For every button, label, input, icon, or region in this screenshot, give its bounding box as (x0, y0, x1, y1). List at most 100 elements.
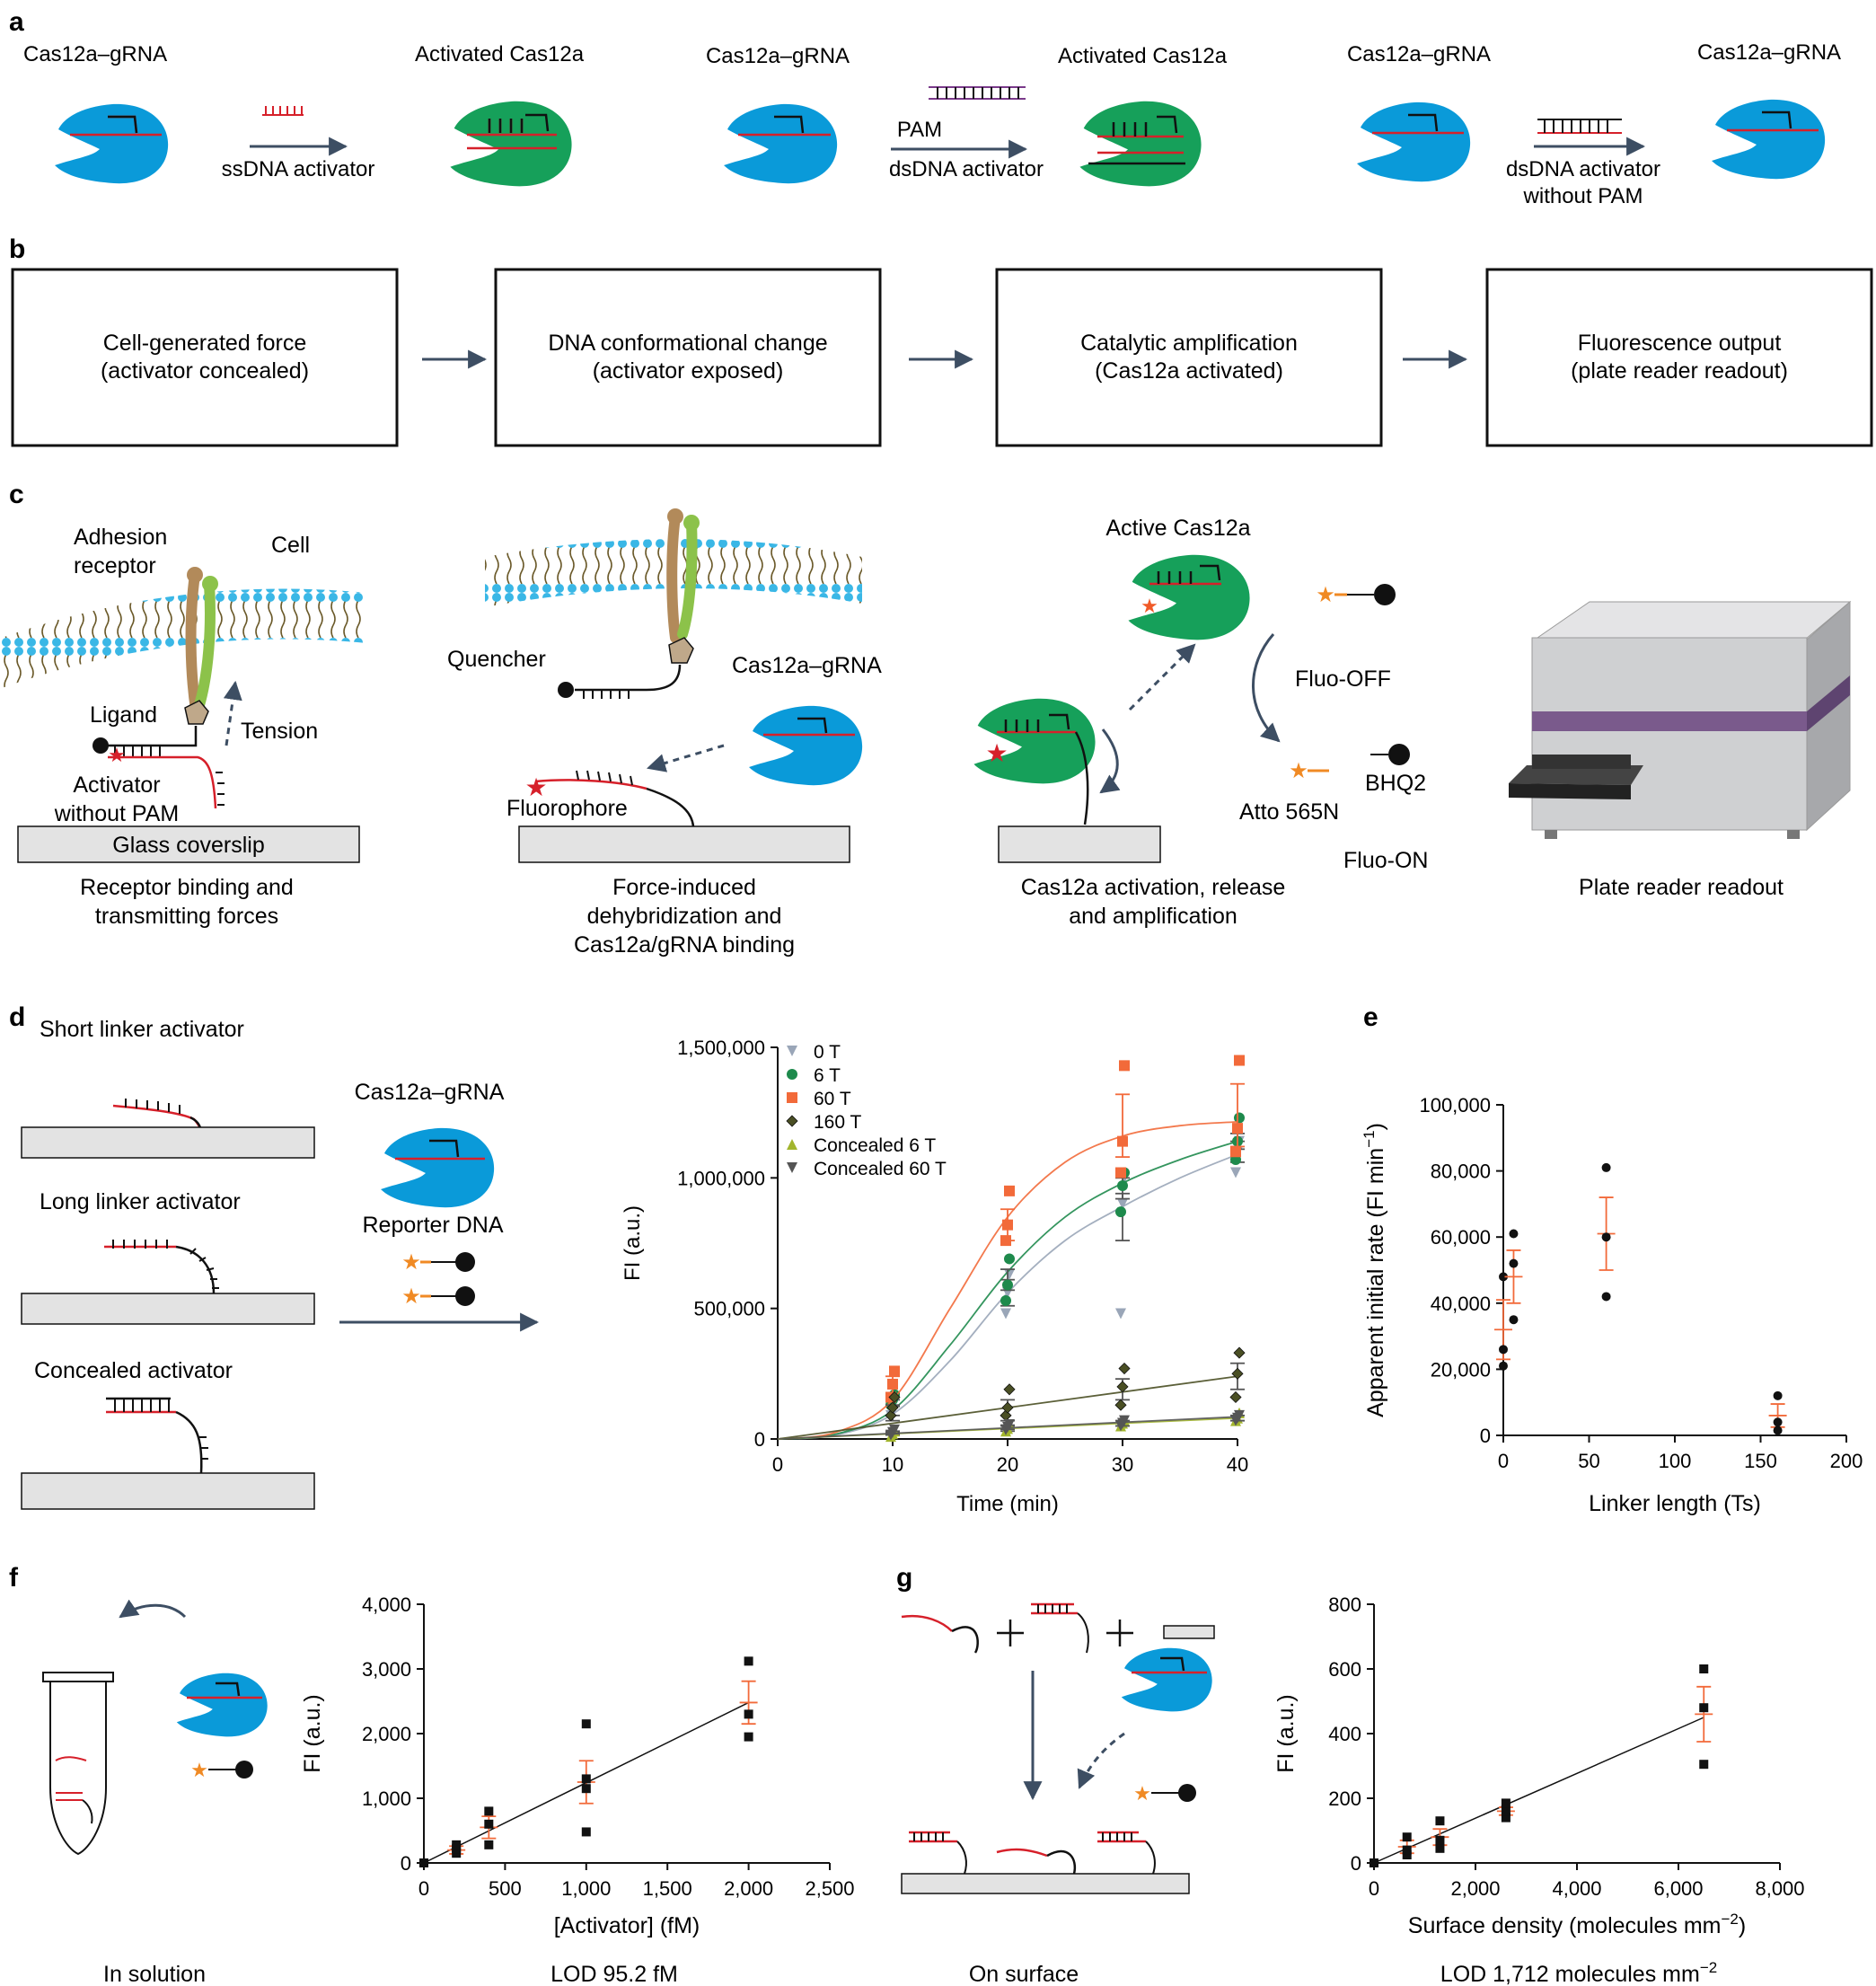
a2-activated-label: Activated Cas12a (1058, 44, 1228, 68)
data-point (484, 1819, 494, 1829)
surface-icon (21, 1293, 315, 1325)
x-tick-label: 8,000 (1755, 1877, 1804, 1900)
reporter-star-icon: ★ (1133, 1782, 1151, 1805)
data-point (484, 1806, 494, 1816)
flow-box-1 (11, 268, 399, 447)
data-point (1000, 1294, 1011, 1306)
data-point (452, 1840, 462, 1849)
data-point (1402, 1832, 1412, 1842)
legend-label: 0 T (814, 1042, 841, 1063)
data-point (744, 1709, 753, 1719)
short-linker-label: Short linker activator (40, 1017, 244, 1042)
data-point (1115, 1167, 1126, 1178)
flow-box-2-line1: DNA conformational change (548, 331, 827, 356)
data-point (1699, 1703, 1709, 1713)
grna-hairpin-icon (797, 717, 828, 734)
x-tick-label: 40 (1227, 1453, 1248, 1476)
receptor-head-1-icon (667, 508, 683, 525)
y-tick-label: 0 (754, 1428, 765, 1451)
grna-hairpin-icon (488, 113, 550, 133)
legend-label: 160 T (814, 1112, 861, 1133)
grna-hairpin-icon (108, 115, 138, 134)
x-axis-title-text: Linker length (Ts) (1589, 1491, 1761, 1516)
grna-hairpin-icon (1762, 110, 1792, 129)
legend-marker (787, 1046, 797, 1056)
receptor-subunit-1-icon (185, 569, 201, 715)
data-point (1509, 1229, 1519, 1239)
fluorophore-star-icon: ★ (524, 773, 547, 801)
glass-coverslip (17, 825, 360, 863)
data-point (889, 1365, 900, 1377)
x-axis-title-text: Surface density (molecules mm (1408, 1913, 1722, 1938)
tension-label: Tension (241, 719, 318, 744)
data-point (581, 1719, 591, 1729)
hybrid-rungs-icon (114, 1399, 170, 1412)
y-axis-title: FI (a.u.) (621, 1205, 645, 1281)
grna-hairpin-icon (1160, 1656, 1185, 1672)
receptor-head-2-icon (683, 515, 700, 531)
activator-strand-icon (534, 779, 647, 790)
panel-g-schematic: ★ On surface (901, 1602, 1215, 1986)
x-tick-label: 1,500 (643, 1877, 692, 1900)
y-tick-label: 400 (1328, 1723, 1361, 1745)
x-axis-title-text: [Activator] (fM) (554, 1913, 700, 1938)
y-axis-title-end: ) (1363, 1123, 1388, 1130)
data-point (886, 1401, 899, 1414)
x-tick-label: 2,500 (805, 1877, 854, 1900)
linker-icon (913, 1832, 967, 1875)
c-caption-2-line1: Force-induced (612, 875, 756, 900)
data-point (1499, 1272, 1508, 1282)
receptor-subunit-2-icon (194, 578, 216, 711)
dsdna-activator-icon (929, 86, 1026, 100)
x-axis-title: [Activator] (fM) (554, 1913, 700, 1938)
y-axis-title-text: FI (a.u.) (300, 1694, 325, 1773)
legend-label: 60 T (814, 1089, 851, 1109)
data-point (1116, 1381, 1129, 1393)
data-point (1000, 1308, 1011, 1320)
legend-marker (787, 1139, 797, 1150)
data-point (1509, 1315, 1519, 1325)
data-point (484, 1840, 494, 1849)
data-point (1773, 1426, 1783, 1435)
data-point (1117, 1198, 1128, 1210)
c-caption-1-line1: Receptor binding and (80, 875, 294, 900)
activator-rungs-icon (112, 1240, 168, 1249)
flow-box-4 (1485, 268, 1873, 447)
a3-arrow-label-2: without PAM (1523, 184, 1643, 208)
data-point (1117, 1135, 1128, 1147)
data-point (1119, 1060, 1130, 1072)
grna-hairpin-icon (774, 115, 805, 134)
x-tick-label: 10 (882, 1453, 903, 1476)
data-point (1501, 1813, 1510, 1823)
linker-rungs-icon (199, 1436, 208, 1460)
panel-label-g: g (896, 1563, 912, 1593)
c-caption-1-line2: transmitting forces (95, 904, 278, 929)
panel-label-c: c (9, 480, 24, 509)
y-axis-title-text: FI (a.u.) (1273, 1694, 1299, 1773)
x-tick-label: 500 (489, 1877, 522, 1900)
a3-arrow-label-1: dsDNA activator (1506, 157, 1660, 181)
data-point (744, 1656, 753, 1666)
data-point (1234, 1112, 1245, 1124)
data-point (1229, 1390, 1242, 1404)
ligand-icon (184, 700, 209, 725)
data-point (1370, 1858, 1378, 1867)
y-tick-label: 0 (1351, 1852, 1361, 1875)
ligand-icon (668, 637, 694, 664)
activator-label-1: Activator (73, 772, 160, 798)
data-point (1509, 1258, 1519, 1268)
data-point (1004, 1253, 1015, 1265)
long-linker-label: Long linker activator (40, 1189, 241, 1214)
activated-cas12a-icon (450, 101, 572, 187)
data-point (581, 1784, 591, 1794)
bhq2-icon (1374, 584, 1396, 605)
legend-label: Concealed 6 T (814, 1135, 936, 1156)
ligand-label: Ligand (90, 702, 157, 728)
g-caption: On surface (969, 1962, 1079, 1986)
x-tick-label: 0 (1498, 1450, 1509, 1472)
y-tick-label: 1,500,000 (677, 1037, 765, 1059)
quencher-icon (92, 737, 109, 754)
concealed-activator-icon (909, 1831, 957, 1843)
